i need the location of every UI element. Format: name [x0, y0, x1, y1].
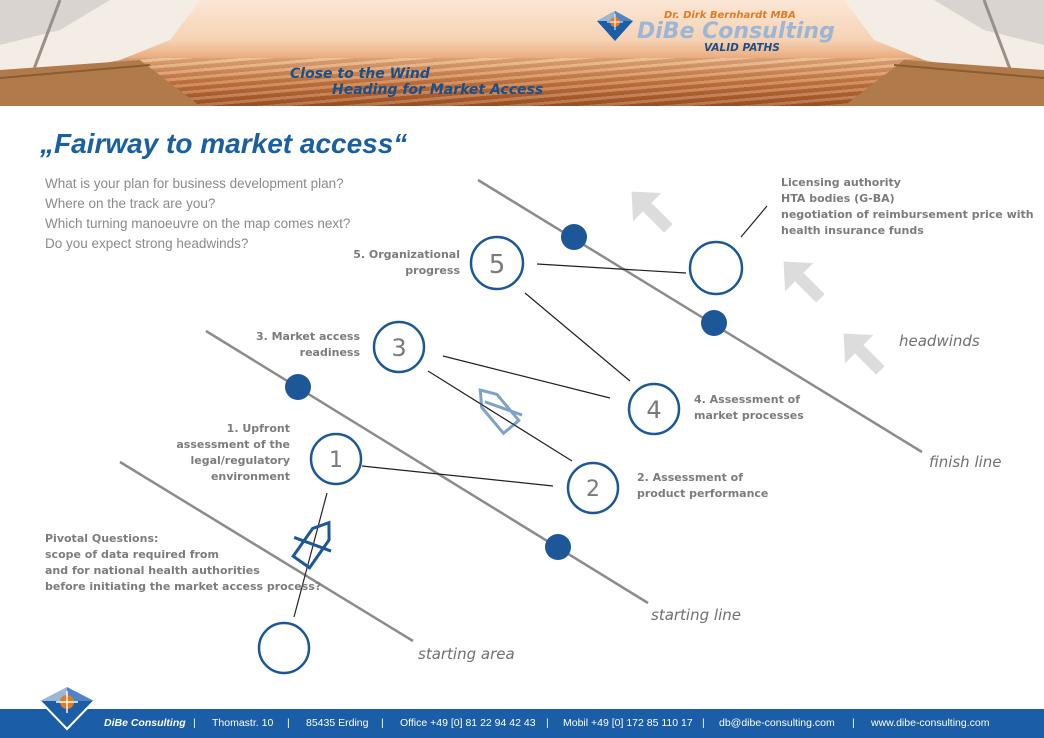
step-label-4-line: market processes	[694, 409, 804, 422]
milestone-dot	[285, 374, 311, 400]
step-label-3: 3. Market access readiness	[256, 329, 360, 361]
headwind-arrow-icon	[631, 191, 673, 233]
dibe-logo-icon	[38, 685, 96, 731]
step-number-1: 1	[329, 448, 343, 473]
step-label-1-line: 1. Upfront	[226, 422, 290, 435]
step-circle-3	[372, 320, 426, 374]
footer-website-link[interactable]: www.dibe-consulting.com	[871, 717, 990, 729]
pivotal-line: and for national health authorities	[45, 564, 260, 577]
connector-3-4	[442, 355, 611, 399]
milestone-dot	[545, 534, 571, 560]
licensing-line: health insurance funds	[781, 224, 924, 237]
step-circle-4	[627, 382, 681, 436]
slogan-line-2: Heading for Market Access	[332, 82, 544, 98]
headwinds-label: headwinds	[899, 332, 980, 350]
step-label-5: 5. Organizational progress	[353, 247, 460, 279]
licensing-line: Licensing authority	[781, 176, 901, 189]
footer-street: Thomastr. 10	[212, 717, 274, 729]
starting-line-label: starting line	[651, 606, 741, 624]
header-banner: Dr. Dirk Bernhardt MBA DiBe Consulting V…	[0, 0, 1044, 106]
step-number-5: 5	[489, 250, 506, 280]
step-label-4: 4. Assessment of market processes	[694, 392, 804, 424]
licensing-line: HTA bodies (G-BA)	[781, 192, 895, 205]
pivotal-line: Pivotal Questions:	[45, 532, 159, 545]
footer-separator: |	[287, 717, 290, 729]
step-circle-5	[469, 235, 525, 291]
step-label-1-line: legal/regulatory	[190, 454, 290, 467]
step-label-1-line: environment	[210, 470, 290, 483]
footer-separator: |	[193, 717, 196, 729]
step-number-3: 3	[391, 334, 406, 362]
step-label-3-line: readiness	[299, 346, 360, 359]
footer-separator: |	[702, 717, 705, 729]
step-label-2: 2. Assessment of product performance	[637, 470, 768, 502]
licensing-line: negotiation of reimbursement price with	[781, 208, 1034, 221]
starting-area-line	[119, 460, 414, 643]
step-number-4: 4	[646, 396, 661, 424]
footer-office-phone: Office +49 [0] 81 22 94 42 43	[400, 717, 536, 729]
connector-5-4	[524, 292, 631, 382]
step-label-2-line: 2. Assessment of	[637, 471, 744, 484]
milestone-dot	[561, 224, 587, 250]
connector-1-2	[361, 465, 554, 487]
logo-person-name: Dr. Dirk Bernhardt MBA	[664, 10, 796, 21]
dibe-logo-icon	[597, 11, 633, 41]
question-4: Do you expect strong headwinds?	[45, 236, 249, 251]
step-label-5-line: 5. Organizational	[353, 248, 460, 261]
step-circle-1	[309, 432, 363, 486]
step-label-3-line: 3. Market access	[255, 330, 360, 343]
boat-icon	[291, 520, 332, 570]
sailboat-right-image	[844, 0, 1044, 106]
footer-company: DiBe Consulting	[104, 717, 186, 729]
headwind-arrow-icon	[783, 261, 825, 303]
question-3: Which turning manoeuvre on the map comes…	[45, 216, 351, 231]
connector-licensing-label	[740, 205, 768, 238]
step-label-4-line: 4. Assessment of	[694, 393, 801, 406]
logo-company-name: DiBe Consulting	[637, 19, 835, 44]
licensing-label: Licensing authority HTA bodies (G-BA) ne…	[781, 175, 1034, 239]
question-2: Where on the track are you?	[45, 196, 216, 211]
step-circle-2	[566, 461, 620, 515]
starting-area-label: starting area	[418, 645, 515, 663]
pivotal-circle	[257, 621, 311, 675]
headwind-arrow-icon	[843, 333, 885, 375]
step-label-2-line: product performance	[637, 487, 769, 500]
step-label-5-line: progress	[405, 264, 460, 277]
footer-separator: |	[381, 717, 384, 729]
footer-separator: |	[852, 717, 855, 729]
step-number-2: 2	[586, 477, 600, 502]
footer-city: 85435 Erding	[306, 717, 369, 729]
milestone-dot	[701, 310, 727, 336]
page-title: „Fairway to market access“	[40, 128, 408, 159]
licensing-circle	[688, 240, 744, 296]
connector-5-licensing	[536, 263, 687, 274]
step-label-1: 1. Upfront assessment of the legal/regul…	[176, 421, 290, 485]
boat-icon	[478, 388, 523, 436]
question-1: What is your plan for business developme…	[45, 176, 344, 191]
footer-separator: |	[546, 717, 549, 729]
slogan-line-1: Close to the Wind	[290, 66, 430, 82]
pivotal-questions-label: Pivotal Questions: scope of data require…	[45, 531, 321, 595]
connector-pivotal-1	[293, 492, 328, 618]
connector-3-2	[427, 370, 573, 462]
footer-email-link[interactable]: db@dibe-consulting.com	[719, 717, 835, 729]
starting-line	[205, 329, 649, 605]
sailboat-left-image	[0, 0, 200, 106]
pivotal-line: scope of data required from	[45, 548, 219, 561]
finish-line-label: finish line	[929, 453, 1002, 471]
pivotal-line: before initiating the market access proc…	[45, 580, 322, 593]
footer-bar	[0, 709, 1044, 738]
finish-line	[477, 178, 923, 454]
step-label-1-line: assessment of the	[176, 438, 290, 451]
footer-mobile-phone: Mobil +49 [0] 172 85 110 17	[563, 717, 693, 729]
logo-tagline: VALID PATHS	[704, 42, 780, 54]
